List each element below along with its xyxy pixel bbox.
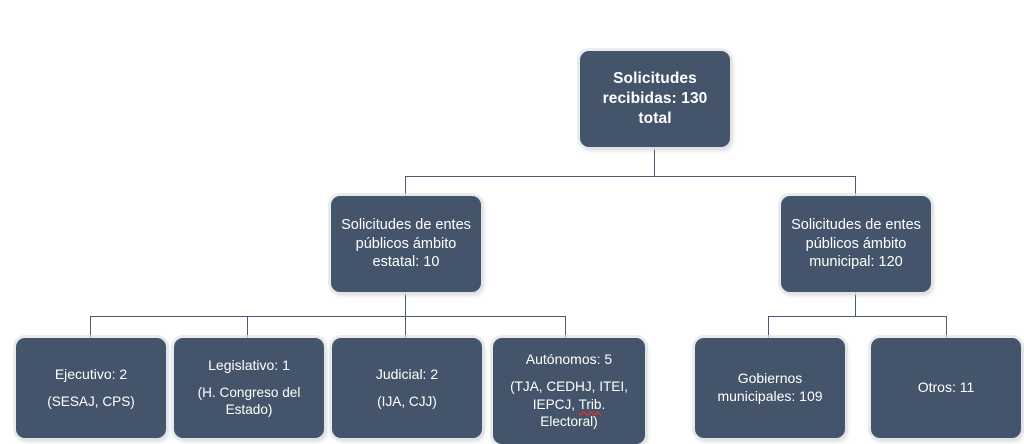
- node-autonomos[interactable]: Autónomos: 5 (TJA, CEDHJ, ITEI, IEPCJ, T…: [493, 338, 645, 444]
- connector-to-ejecutivo: [90, 316, 91, 338]
- gobiernos-label-line-1: Gobiernos: [737, 370, 803, 387]
- connector-estatal-bus: [90, 316, 565, 317]
- legislativo-detail-line-2: Estado): [225, 402, 273, 418]
- legislativo-label: Legislativo: 1: [208, 357, 290, 374]
- municipal-line-2: públicos ámbito: [805, 235, 907, 252]
- connector-to-estatal: [405, 176, 406, 197]
- gobiernos-label-line-2: municipales: 109: [717, 388, 823, 404]
- ejecutivo-label: Ejecutivo: 2: [54, 365, 128, 382]
- connector-level2-bus: [405, 176, 855, 177]
- connector-municipal-bus: [768, 316, 946, 317]
- judicial-detail: (IJA, CJJ): [377, 393, 437, 409]
- root-line-1: Solicitudes: [613, 70, 697, 88]
- connector-to-municipal: [855, 176, 856, 197]
- node-legislativo[interactable]: Legislativo: 1 (H. Congreso del Estado): [174, 338, 324, 438]
- autonomos-misspelled-word: Trib: [578, 396, 602, 412]
- municipal-line-3: municipal: 120: [809, 254, 903, 271]
- root-line-2: recibidas: 130: [602, 90, 708, 108]
- connector-municipal-stem: [855, 292, 856, 316]
- ejecutivo-detail: (SESAJ, CPS): [47, 393, 135, 409]
- estatal-line-2: públicos ámbito: [355, 235, 457, 252]
- autonomos-detail-suffix: .: [601, 396, 606, 412]
- node-ejecutivo[interactable]: Ejecutivo: 2 (SESAJ, CPS): [16, 338, 166, 438]
- node-otros[interactable]: Otros: 11: [871, 338, 1021, 438]
- autonomos-detail-line-2: IEPCJ, Trib.: [501, 396, 637, 413]
- connector-to-judicial: [405, 316, 406, 338]
- estatal-line-1: Solicitudes de entes: [341, 217, 471, 234]
- judicial-label: Judicial: 2: [375, 365, 439, 382]
- autonomos-detail-prefix: IEPCJ,: [532, 396, 579, 412]
- autonomos-label: Autónomos: 5: [525, 351, 613, 368]
- legislativo-detail-line-1: (H. Congreso del: [197, 385, 301, 401]
- municipal-line-1: Solicitudes de entes: [791, 217, 921, 234]
- connector-to-gobiernos: [768, 316, 769, 338]
- connector-to-legislativo: [247, 316, 248, 338]
- node-gobiernos-municipales[interactable]: Gobiernos municipales: 109: [695, 338, 845, 438]
- otros-label: Otros: 11: [917, 379, 975, 396]
- autonomos-detail-line-1: (TJA, CEDHJ, ITEI,: [510, 379, 628, 395]
- connector-root-stem: [654, 146, 655, 176]
- node-solicitudes-recibidas[interactable]: Solicitudes recibidas: 130 total: [580, 51, 730, 147]
- node-judicial[interactable]: Judicial: 2 (IJA, CJJ): [332, 338, 482, 438]
- node-ambito-estatal[interactable]: Solicitudes de entes públicos ámbito est…: [331, 196, 481, 292]
- connector-to-autonomos: [565, 316, 566, 338]
- autonomos-detail-line-3: Electoral): [540, 414, 598, 430]
- connector-estatal-stem: [405, 292, 406, 316]
- connector-to-otros: [946, 316, 947, 338]
- node-ambito-municipal[interactable]: Solicitudes de entes públicos ámbito mun…: [781, 196, 931, 292]
- estatal-line-3: estatal: 10: [372, 254, 440, 271]
- root-line-3: total: [638, 109, 672, 127]
